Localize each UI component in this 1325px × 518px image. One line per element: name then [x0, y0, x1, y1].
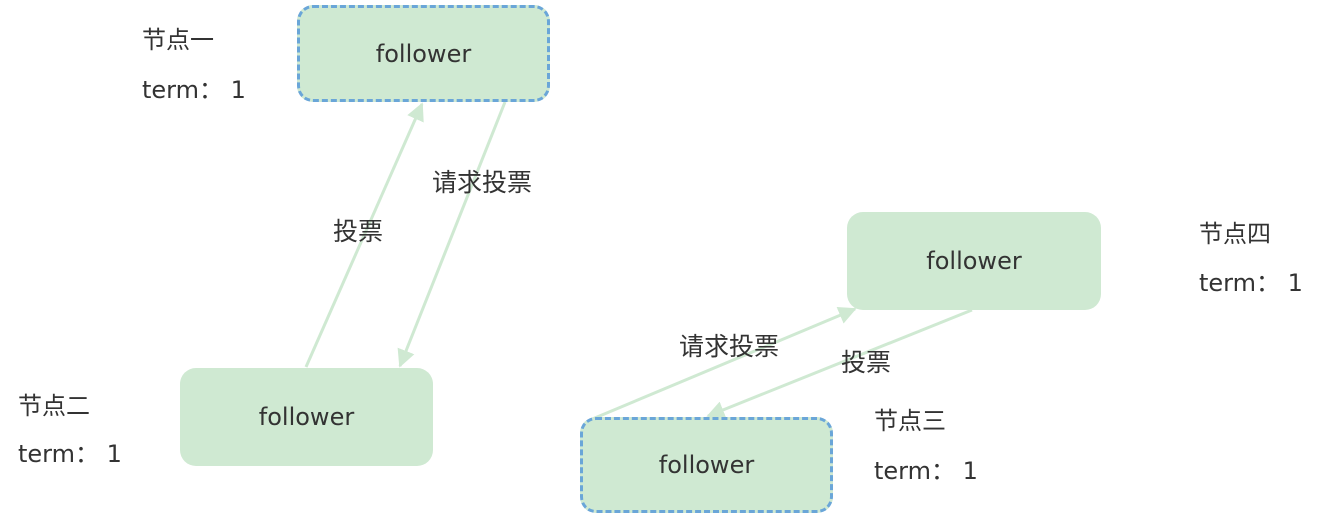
- node3-box: follower: [580, 417, 833, 513]
- edge-label-request-top: 请求投票: [432, 168, 533, 197]
- node4-box: follower: [847, 212, 1101, 310]
- node1-box: follower: [297, 5, 550, 102]
- edge-request-node1-to-node2: [397, 101, 507, 368]
- edge-label-vote-top: 投票: [333, 217, 384, 246]
- edge-vote-node4-to-node3: [706, 308, 973, 419]
- node2-role: follower: [258, 403, 355, 431]
- node3-role: follower: [658, 451, 755, 479]
- edge-label-request-bottom: 请求投票: [679, 332, 780, 361]
- node4-name: 节点四: [1199, 220, 1271, 248]
- node3-term: term： 1: [874, 457, 978, 485]
- node2-name: 节点二: [18, 392, 90, 420]
- node4-term: term： 1: [1199, 269, 1303, 297]
- node3-name: 节点三: [874, 407, 946, 435]
- edge-request-node3-to-node4: [589, 306, 857, 422]
- node1-role: follower: [375, 39, 472, 68]
- edge-label-vote-bottom: 投票: [841, 348, 892, 377]
- node2-box: follower: [180, 368, 433, 466]
- node1-name: 节点一: [142, 26, 214, 54]
- node4-role: follower: [926, 247, 1022, 275]
- node1-term: term： 1: [142, 76, 246, 104]
- node2-term: term： 1: [18, 440, 122, 468]
- edge-vote-node2-to-node1: [304, 102, 424, 368]
